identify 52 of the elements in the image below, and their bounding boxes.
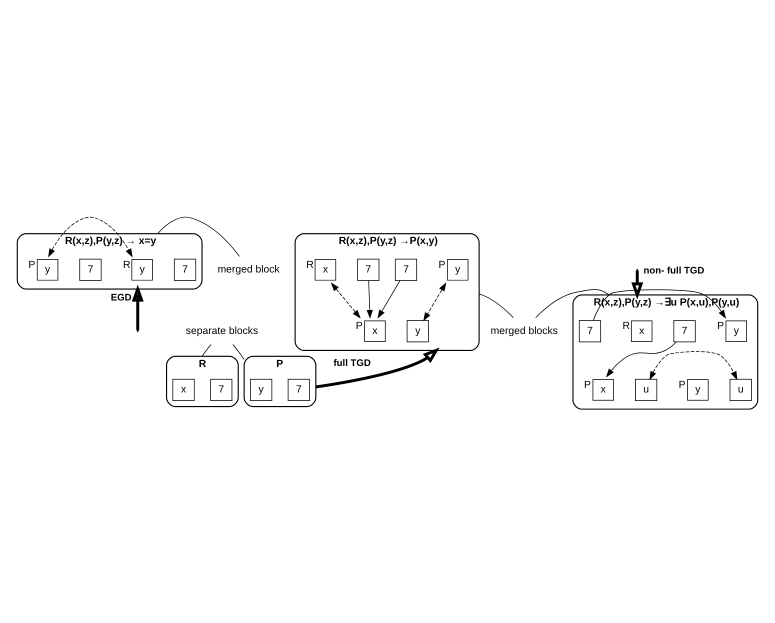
node-text: merged block xyxy=(218,264,280,276)
arrow xyxy=(606,342,677,378)
node-box: 7 xyxy=(174,258,196,281)
edge-label: EGD xyxy=(110,292,132,304)
arrow xyxy=(132,284,144,330)
node-box: y xyxy=(687,379,709,401)
node-box: y xyxy=(406,320,429,342)
arrow xyxy=(316,348,440,388)
arrow xyxy=(423,282,446,322)
arrow xyxy=(48,216,133,258)
node-box: x xyxy=(592,379,614,401)
node-box: y xyxy=(36,259,58,281)
node-box: x xyxy=(172,378,195,401)
node-label: P xyxy=(678,380,686,391)
node-box: u xyxy=(635,378,658,401)
node-box: x xyxy=(364,320,386,342)
connector xyxy=(202,344,212,357)
node-text: merged blocks xyxy=(490,326,558,337)
edge-label: non- full TGD xyxy=(644,265,704,276)
connector xyxy=(535,289,610,318)
node-box: x xyxy=(314,259,336,281)
node-box: 7 xyxy=(673,320,696,342)
node-box: x xyxy=(630,320,652,342)
node-box: 7 xyxy=(357,258,380,281)
node-box: 7 xyxy=(79,258,102,281)
node-box: u xyxy=(730,378,752,401)
connector xyxy=(157,216,240,257)
node-label: P xyxy=(584,380,591,391)
node-box: 7 xyxy=(578,320,602,342)
node-box: 7 xyxy=(394,258,418,281)
node-box: 7 xyxy=(210,378,232,401)
node-box: y xyxy=(446,259,468,281)
node-label: P xyxy=(438,260,446,271)
node-label: R xyxy=(122,260,130,271)
node-label: P xyxy=(28,260,36,271)
arrow xyxy=(330,282,361,319)
node-box: y xyxy=(131,259,153,281)
arrow xyxy=(631,270,644,300)
arrow xyxy=(377,280,400,319)
connector xyxy=(478,294,514,318)
node-label: P xyxy=(356,321,363,332)
arrow xyxy=(366,280,373,319)
edge-label: full TGD xyxy=(334,358,371,370)
node-box: y xyxy=(250,378,272,401)
node-label: R xyxy=(306,260,314,271)
node-label: P xyxy=(717,321,724,332)
node-box: 7 xyxy=(288,378,310,401)
node-box: y xyxy=(726,320,747,342)
node-label: R xyxy=(622,321,630,332)
connector xyxy=(232,344,245,360)
node-text: separate blocks xyxy=(186,326,258,337)
arrow xyxy=(649,351,738,380)
